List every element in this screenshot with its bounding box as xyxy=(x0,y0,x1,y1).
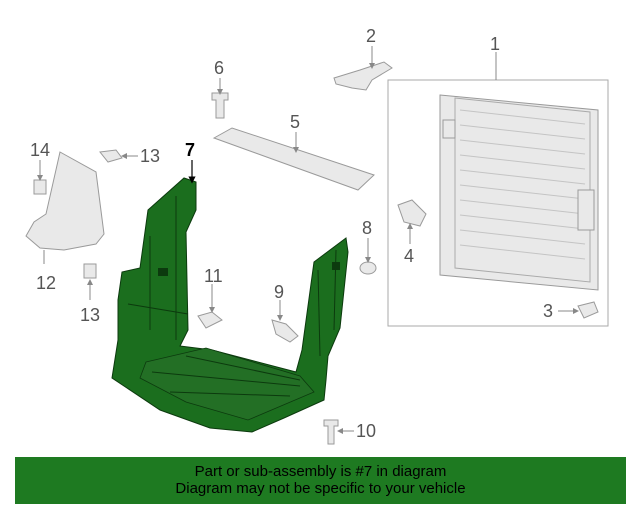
sensor-part-4 xyxy=(397,199,427,227)
parts-diagram: 1 2 3 4 5 6 7 8 9 10 11 12 13 13 14 xyxy=(25,26,609,445)
callout-8: 8 xyxy=(362,218,372,238)
upper-baffle-part-5 xyxy=(212,127,375,191)
callout-7: 7 xyxy=(185,140,195,160)
callout-1: 1 xyxy=(490,34,500,54)
screw-part-11 xyxy=(197,311,223,329)
callout-13-lower: 13 xyxy=(80,305,100,325)
banner-line-2: Diagram may not be specific to your vehi… xyxy=(175,480,466,497)
callout-5: 5 xyxy=(290,112,300,132)
part-notice-banner: Part or sub-assembly is #7 in diagram Di… xyxy=(15,457,626,504)
push-pin-part-9 xyxy=(271,319,299,343)
callout-2: 2 xyxy=(366,26,376,46)
air-deflector-part-7 xyxy=(111,177,349,433)
radiator-assembly xyxy=(387,79,609,327)
callout-13-upper: 13 xyxy=(140,146,160,166)
clip-part-3 xyxy=(577,301,599,319)
clip-part-13-upper xyxy=(99,149,123,163)
callout-12: 12 xyxy=(36,273,56,293)
callout-3: 3 xyxy=(543,301,553,321)
bracket-part-2 xyxy=(333,61,393,91)
callout-6: 6 xyxy=(214,58,224,78)
callout-9: 9 xyxy=(274,282,284,302)
callout-4: 4 xyxy=(404,246,414,266)
callout-14: 14 xyxy=(30,140,50,160)
clip-part-14 xyxy=(33,179,47,195)
side-deflector-part-12 xyxy=(25,151,105,251)
banner-line-1: Part or sub-assembly is #7 in diagram xyxy=(194,463,447,480)
clip-part-13-lower xyxy=(83,263,97,279)
callout-10: 10 xyxy=(356,421,376,441)
bolt-part-10 xyxy=(323,419,339,445)
callout-11: 11 xyxy=(204,266,223,286)
leader-lines xyxy=(37,46,579,434)
washer-part-8 xyxy=(359,261,377,275)
fastener-part-6 xyxy=(211,92,229,119)
